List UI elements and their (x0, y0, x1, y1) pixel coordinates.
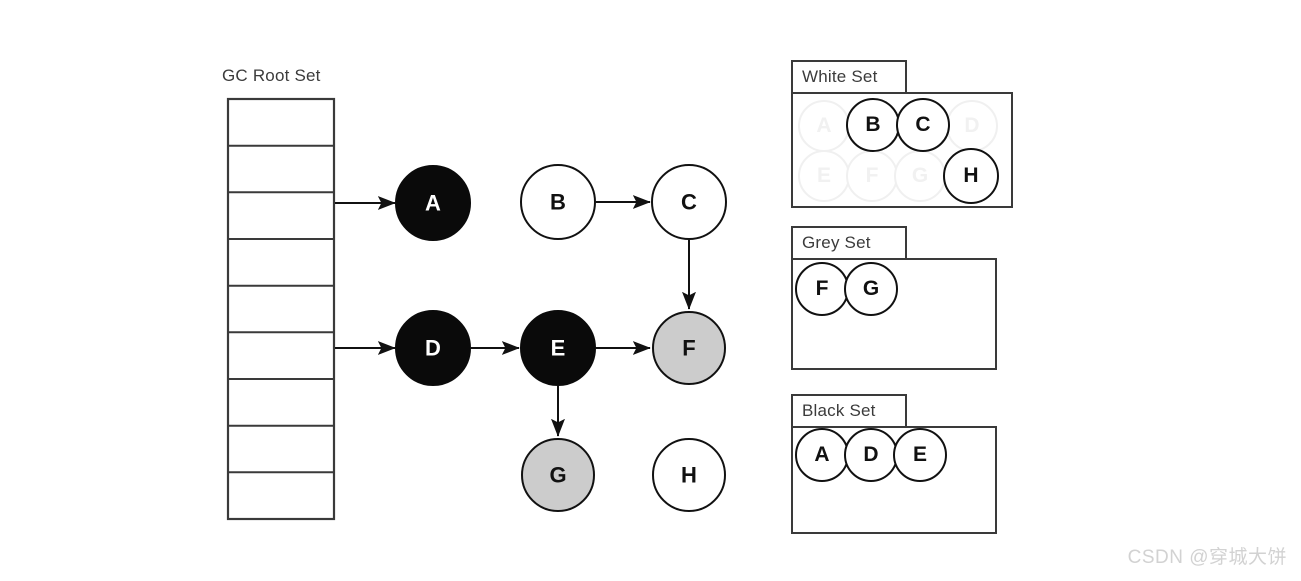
white-set-item-g[interactable]: G (894, 150, 946, 202)
node-circle (520, 164, 596, 240)
white-set-item-a[interactable]: A (798, 100, 850, 152)
white-set-tab[interactable]: White Set (791, 60, 907, 94)
black-set-item-label: A (814, 443, 830, 466)
grey-set-box[interactable]: Grey Set F G (791, 226, 997, 370)
white-set-item-b[interactable]: B (846, 98, 900, 152)
graph-node-c[interactable]: C (651, 164, 727, 240)
node-label: D (425, 336, 441, 361)
grey-set-tab[interactable]: Grey Set (791, 226, 907, 260)
node-circle (652, 438, 726, 512)
grey-set-item-label: G (862, 277, 880, 300)
node-label: H (681, 463, 697, 488)
node-circle (652, 311, 726, 385)
black-set-item-label: E (912, 443, 927, 466)
white-set-item-label: F (865, 164, 879, 187)
node-label: C (681, 190, 697, 215)
node-circle (651, 164, 727, 240)
white-set-item-label: C (915, 113, 931, 136)
grey-set-item-f[interactable]: F (795, 262, 849, 316)
node-label: E (551, 336, 566, 361)
black-set-tab[interactable]: Black Set (791, 394, 907, 428)
white-set-box[interactable]: White Set A B C D E F G H (791, 60, 1013, 208)
graph-node-f[interactable]: F (652, 311, 726, 385)
white-set-title: White Set (802, 67, 878, 86)
graph-node-d[interactable]: D (395, 310, 471, 386)
node-circle (395, 165, 471, 241)
white-set-item-label: D (964, 114, 980, 137)
white-set-item-e[interactable]: E (798, 150, 850, 202)
white-set-item-h[interactable]: H (943, 148, 999, 204)
graph-edges (335, 195, 696, 437)
white-set-item-label: E (816, 164, 831, 187)
gc-root-set-label: GC Root Set (222, 66, 321, 85)
white-set-item-d[interactable]: D (946, 100, 998, 152)
node-circle (520, 310, 596, 386)
grey-set-item-g[interactable]: G (844, 262, 898, 316)
graph-node-e[interactable]: E (520, 310, 596, 386)
white-set-item-label: A (816, 114, 832, 137)
node-label: F (682, 336, 695, 361)
grey-set-title: Grey Set (802, 233, 871, 252)
black-set-item-a[interactable]: A (795, 428, 849, 482)
black-set-box[interactable]: Black Set A D E (791, 394, 997, 534)
graph-node-h[interactable]: H (652, 438, 726, 512)
white-set-item-label: G (911, 164, 929, 187)
gc-root-table[interactable] (226, 97, 336, 521)
black-set-title: Black Set (802, 401, 876, 420)
graph-node-g[interactable]: G (521, 438, 595, 512)
white-set-item-label: H (963, 164, 979, 187)
node-label: G (549, 463, 566, 488)
graph-node-b[interactable]: B (520, 164, 596, 240)
node-circle (521, 438, 595, 512)
white-set-item-f[interactable]: F (846, 150, 898, 202)
csdn-watermark: CSDN @穿城大饼 (1127, 547, 1287, 568)
black-set-item-d[interactable]: D (844, 428, 898, 482)
node-circle (395, 310, 471, 386)
white-set-item-c[interactable]: C (896, 98, 950, 152)
black-set-item-e[interactable]: E (893, 428, 947, 482)
node-label: B (550, 190, 566, 215)
white-set-item-label: B (865, 113, 881, 136)
graph-node-a[interactable]: A (395, 165, 471, 241)
gc-root-table-outline (226, 97, 336, 521)
grey-set-item-label: F (815, 277, 829, 300)
black-set-item-label: D (863, 443, 879, 466)
node-label: A (425, 191, 441, 216)
